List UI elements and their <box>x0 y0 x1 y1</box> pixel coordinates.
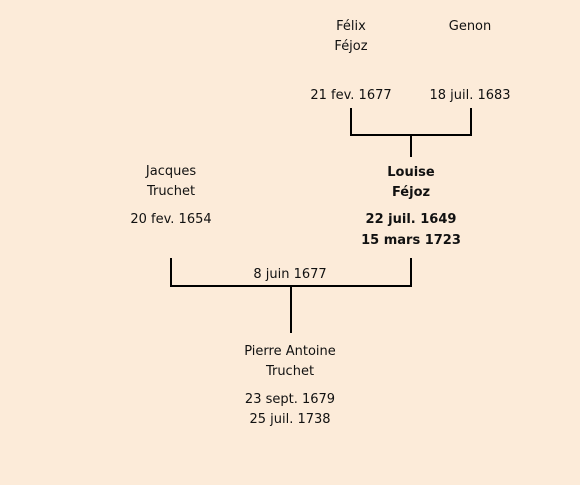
person-jacques-last-name: Truchet <box>146 184 196 199</box>
person-pierre-birth: 23 sept. 1679 <box>244 392 336 407</box>
person-louise-death: 15 mars 1723 <box>361 233 461 248</box>
person-pierre-death: 25 juil. 1738 <box>249 412 331 427</box>
person-felix-last-name: Féjoz <box>334 39 368 54</box>
person-jacques-birth: 20 fev. 1654 <box>130 212 212 227</box>
person-louise-birth: 22 juil. 1649 <box>365 212 457 227</box>
person-felix-birth: 21 fev. 1677 <box>310 88 392 103</box>
person-genon-birth: 18 juil. 1683 <box>429 88 511 103</box>
person-louise-last-name: Féjoz <box>391 185 431 200</box>
person-pierre-first-name: Pierre Antoine <box>244 344 336 359</box>
person-jacques-first-name: Jacques <box>145 164 197 179</box>
marriage-date: 8 juin 1677 <box>253 267 327 282</box>
person-genon-first-name: Genon <box>448 19 492 34</box>
person-pierre-last-name: Truchet <box>265 364 315 379</box>
person-felix-first-name: Félix <box>336 19 366 34</box>
person-louise-first-name: Louise <box>387 165 435 180</box>
